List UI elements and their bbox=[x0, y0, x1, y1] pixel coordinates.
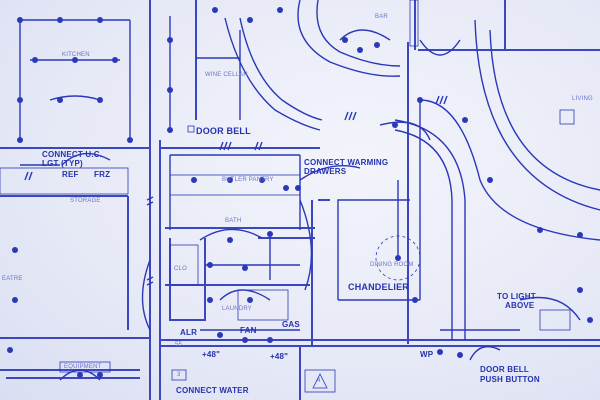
height-note-b: +48" bbox=[270, 352, 289, 361]
note-to-light: TO LIGHT bbox=[497, 292, 536, 301]
room-label-bar: BAR bbox=[375, 14, 388, 20]
note-chandelier: CHANDELIER bbox=[348, 282, 410, 292]
circuit-wiring bbox=[19, 16, 600, 381]
note-above: ABOVE bbox=[505, 301, 535, 310]
room-label-storage: STORAGE bbox=[70, 198, 101, 204]
room-label-living: LIVING bbox=[572, 96, 593, 102]
circuit-ticks bbox=[24, 95, 448, 286]
room-label-bath: BATH bbox=[225, 218, 242, 224]
label-fan: FAN bbox=[240, 326, 257, 335]
label-alr: ALR bbox=[180, 328, 198, 337]
circuit-number-4: 4 bbox=[317, 378, 321, 384]
note-connect-warming: CONNECT WARMING bbox=[304, 158, 389, 167]
label-ref: REF bbox=[62, 170, 79, 179]
note-drawers: DRAWERS bbox=[304, 167, 347, 176]
circuit-number-55: 55 bbox=[175, 342, 183, 348]
note-connect-water: CONNECT WATER bbox=[176, 386, 249, 395]
room-label-butler-pantry: BUTLER PANTRY bbox=[222, 177, 274, 183]
label-wp: WP bbox=[420, 350, 434, 359]
note-push-button: PUSH BUTTON bbox=[480, 375, 540, 384]
note-connect-uc: CONNECT U.C. bbox=[42, 150, 103, 159]
height-note-a: +48" bbox=[202, 350, 221, 359]
note-lgt-typ: LGT (TYP) bbox=[42, 159, 83, 168]
label-frz: FRZ bbox=[94, 170, 111, 179]
note-door-bell-pb: DOOR BELL bbox=[480, 365, 529, 374]
room-label-laundry: LAUNDRY bbox=[222, 306, 252, 312]
room-label-clo: CLO bbox=[174, 266, 187, 272]
label-gas: GAS bbox=[282, 320, 300, 329]
room-label-wine-cellar: WINE CELLAR bbox=[205, 72, 248, 78]
room-label-dining-room: DINING ROOM bbox=[370, 262, 414, 268]
room-label-kitchen: KITCHEN bbox=[62, 52, 90, 58]
circuit-number-3: 3 bbox=[177, 372, 181, 378]
room-label-equipment: EQUIPMENT bbox=[64, 364, 102, 370]
room-label-theatre: EATRE bbox=[2, 276, 23, 282]
fixture-symbols bbox=[7, 7, 593, 378]
note-door-bell: DOOR BELL bbox=[196, 126, 251, 136]
